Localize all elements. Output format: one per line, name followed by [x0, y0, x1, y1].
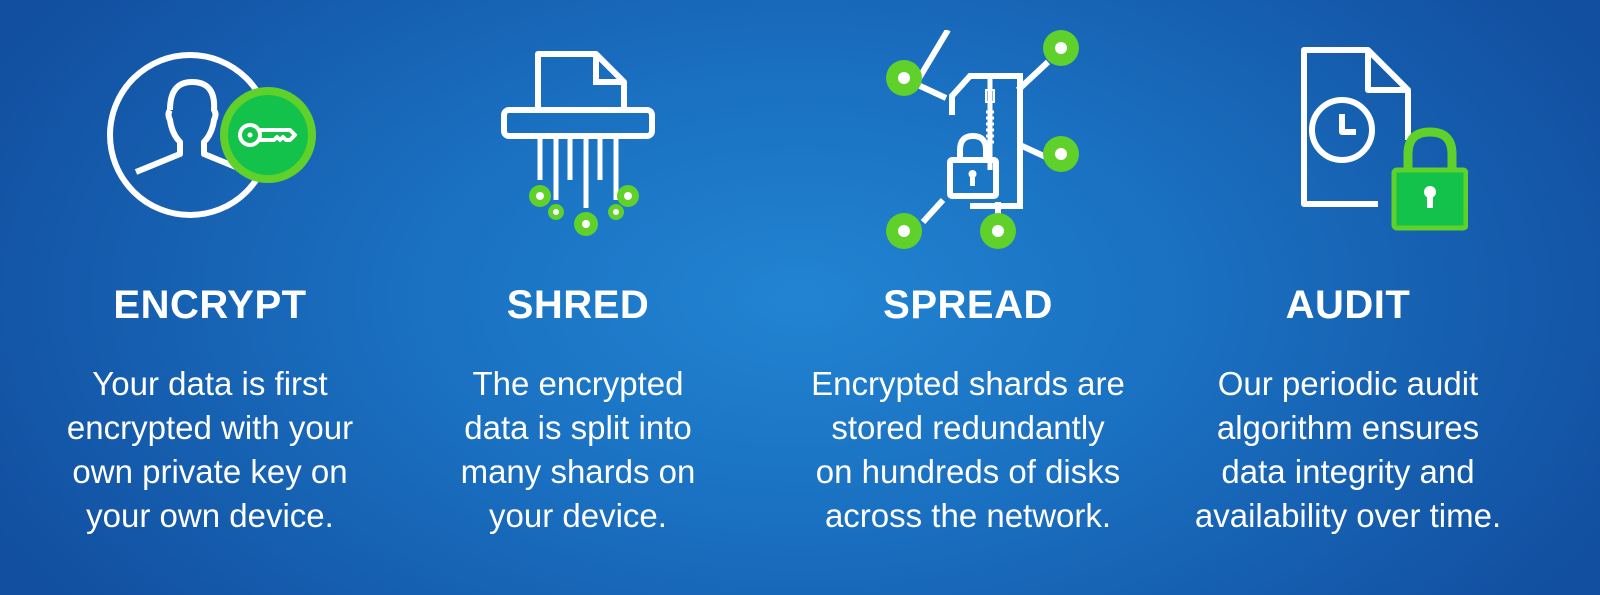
- user-key-icon: [107, 52, 316, 218]
- network-file-lock-icon: [886, 30, 1079, 249]
- desc-line: across the network.: [824, 497, 1112, 534]
- desc-line: encrypted with your: [66, 409, 354, 446]
- step-title: SHRED: [506, 283, 650, 327]
- desc-line: Encrypted shards are: [811, 365, 1125, 402]
- desc-line: stored redundantly: [831, 409, 1105, 446]
- shredder-icon: [501, 51, 655, 236]
- desc-line: on hundreds of disks: [815, 453, 1121, 490]
- step-description: Encrypted shards are stored redundantly …: [778, 362, 1158, 538]
- step-title: AUDIT: [1285, 283, 1411, 327]
- step-description: Your data is first encrypted with your o…: [20, 362, 400, 538]
- step-title: ENCRYPT: [113, 283, 307, 327]
- desc-line: Your data is first: [92, 365, 328, 402]
- desc-line: your own device.: [86, 497, 334, 534]
- desc-line: many shards on: [460, 453, 696, 490]
- desc-line: Our periodic audit: [1217, 365, 1479, 402]
- desc-line: data is split into: [464, 409, 692, 446]
- desc-line: your device.: [489, 497, 667, 534]
- step-description: The encrypted data is split into many sh…: [388, 362, 768, 538]
- desc-line: algorithm ensures: [1216, 409, 1480, 446]
- desc-line: own private key on: [72, 453, 348, 490]
- document-clock-lock-icon: [1301, 47, 1468, 231]
- desc-line: The encrypted: [472, 365, 684, 402]
- desc-line: availability over time.: [1194, 497, 1502, 534]
- step-description: Our periodic audit algorithm ensures dat…: [1158, 362, 1538, 538]
- step-title: SPREAD: [883, 283, 1053, 327]
- desc-line: data integrity and: [1221, 453, 1475, 490]
